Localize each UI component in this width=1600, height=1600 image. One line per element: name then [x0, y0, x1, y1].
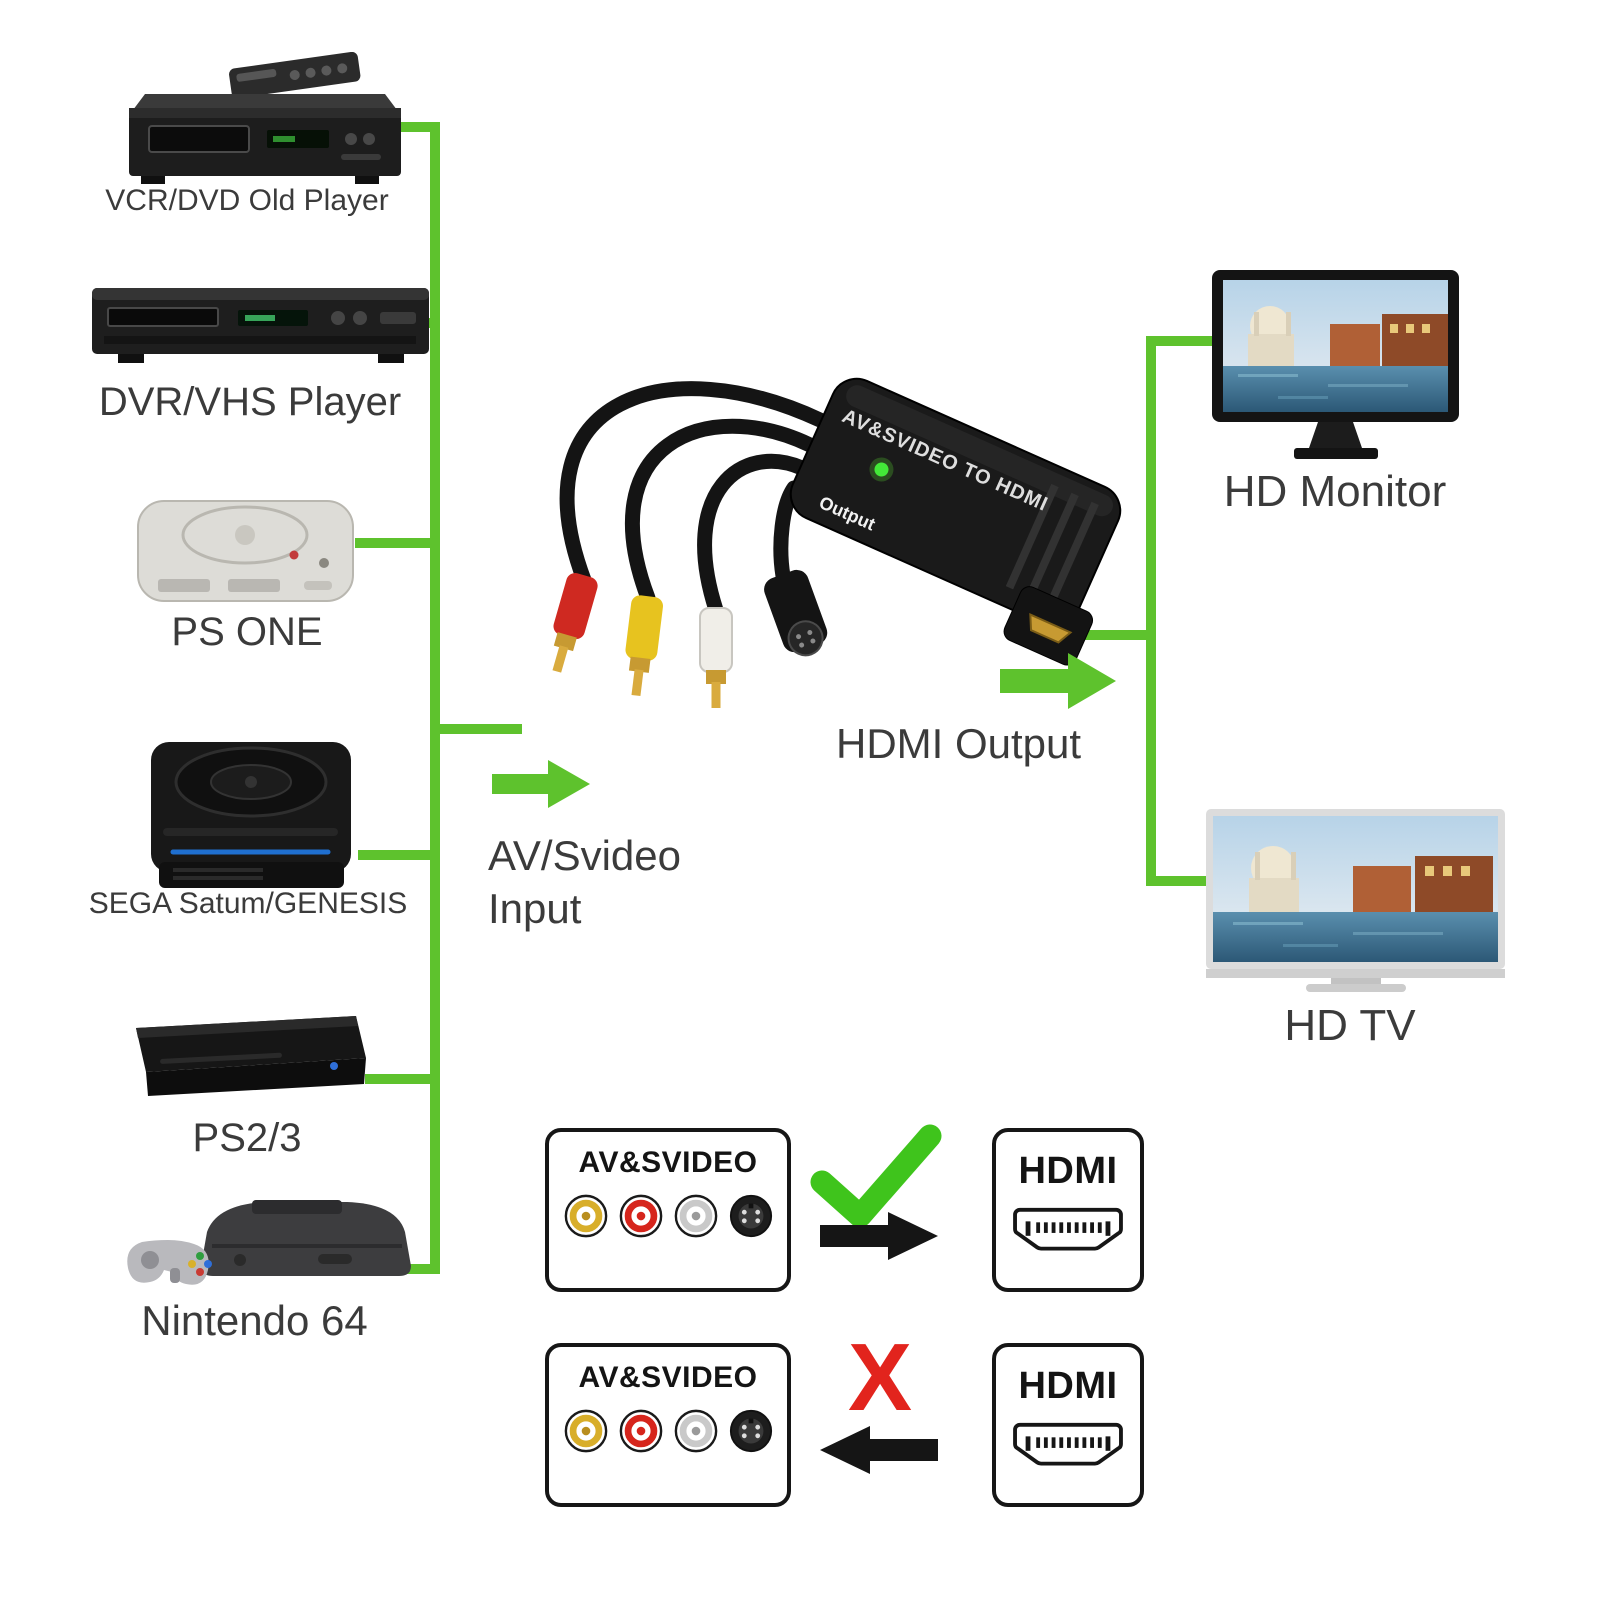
output-arrow-icon: [1000, 650, 1118, 712]
dvr-vhs-player-image: [88, 278, 433, 373]
source-label-vcr: VCR/DVD Old Player: [105, 184, 389, 217]
rca-white-icon: [674, 1409, 717, 1453]
rca-white-icon: [674, 1194, 717, 1238]
s-video-plug-icon: [764, 569, 828, 657]
source-label-ps23: PS2/3: [192, 1116, 302, 1160]
source-label-sega: SEGA Satum/GENESIS: [88, 887, 408, 920]
input-connector-line: [432, 724, 522, 734]
ps-one-image: [128, 483, 363, 623]
sega-image: [133, 712, 368, 907]
output-connector-line: [1048, 630, 1156, 640]
hd-tv-image: [1203, 806, 1508, 996]
nintendo-64-icon: [127, 1200, 411, 1285]
hdmi-connector-icon: [1013, 1422, 1123, 1466]
source-label-dvr: DVR/VHS Player: [98, 380, 402, 424]
rca-plug-red-icon: [552, 573, 598, 673]
av-svideo-box-title: AV&SVIDEO: [578, 1146, 758, 1179]
power-led: [874, 462, 889, 477]
av-svideo-box-title: AV&SVIDEO: [578, 1361, 758, 1394]
rca-cables: [559, 381, 828, 618]
input-arrow-icon: [492, 758, 592, 810]
rca-yellow-icon: [564, 1194, 607, 1238]
cross-icon: X: [848, 1324, 913, 1431]
connector-icons-row: [563, 1193, 774, 1239]
source-label-n64: Nintendo 64: [141, 1297, 368, 1344]
s-video-connector-icon: [729, 1409, 772, 1453]
sega-icon: [151, 742, 351, 888]
s-video-connector-icon: [729, 1194, 772, 1238]
hd-tv-icon: [1206, 809, 1505, 992]
av-svideo-box-wrong: AV&SVIDEO: [545, 1343, 791, 1507]
rca-plug-yellow-icon: [625, 595, 663, 697]
psone-connector-line: [355, 538, 440, 548]
sega-connector-line: [358, 850, 440, 860]
hdmi-box-title: HDMI: [1018, 1150, 1118, 1192]
check-icon: [808, 1124, 943, 1229]
arrow-left-icon: [818, 1422, 938, 1478]
ps-one-icon: [137, 500, 354, 602]
rca-plug-white-icon: [699, 607, 733, 708]
converter-body: AV&SVIDEO TO HDMI Output: [789, 377, 1122, 666]
left-bracket-line: [430, 122, 440, 1274]
arrow-right-icon: [820, 1208, 940, 1264]
display-label-tv: HD TV: [1284, 1001, 1416, 1050]
vcr-dvd-player-icon: [129, 52, 401, 184]
rca-red-icon: [619, 1409, 662, 1453]
tv-connector-line: [1146, 876, 1214, 886]
dvr-vhs-player-icon: [92, 288, 429, 363]
hdmi-connector-icon: [1013, 1207, 1123, 1251]
hdmi-box-correct: HDMI: [992, 1128, 1144, 1292]
source-label-psone: PS ONE: [171, 610, 323, 654]
input-flow-label: AV/Svideo Input: [488, 832, 681, 932]
connector-icons-row: [563, 1408, 774, 1454]
rca-yellow-icon: [564, 1409, 607, 1453]
hdmi-port-icon: [1029, 613, 1073, 644]
hdmi-box-title: HDMI: [1018, 1365, 1118, 1407]
hdmi-box-wrong: HDMI: [992, 1343, 1144, 1507]
display-label-monitor: HD Monitor: [1223, 467, 1447, 516]
monitor-connector-line: [1146, 336, 1214, 346]
ps23-connector-line: [365, 1074, 440, 1084]
rca-red-icon: [619, 1194, 662, 1238]
hd-monitor-image: [1208, 266, 1463, 476]
right-bracket-line: [1146, 336, 1156, 886]
ps2-3-image: [118, 998, 373, 1118]
n64-connector-line: [388, 1264, 440, 1274]
output-flow-label: HDMI Output: [836, 720, 1082, 767]
ps2-3-icon: [136, 1016, 366, 1096]
vcr-dvd-player-image: [115, 52, 405, 192]
converter-device-image: AV&SVIDEO TO HDMI Output: [480, 350, 1140, 750]
av-svideo-box-correct: AV&SVIDEO: [545, 1128, 791, 1292]
hd-monitor-icon: [1212, 270, 1459, 459]
nintendo-64-image: [112, 1172, 412, 1302]
